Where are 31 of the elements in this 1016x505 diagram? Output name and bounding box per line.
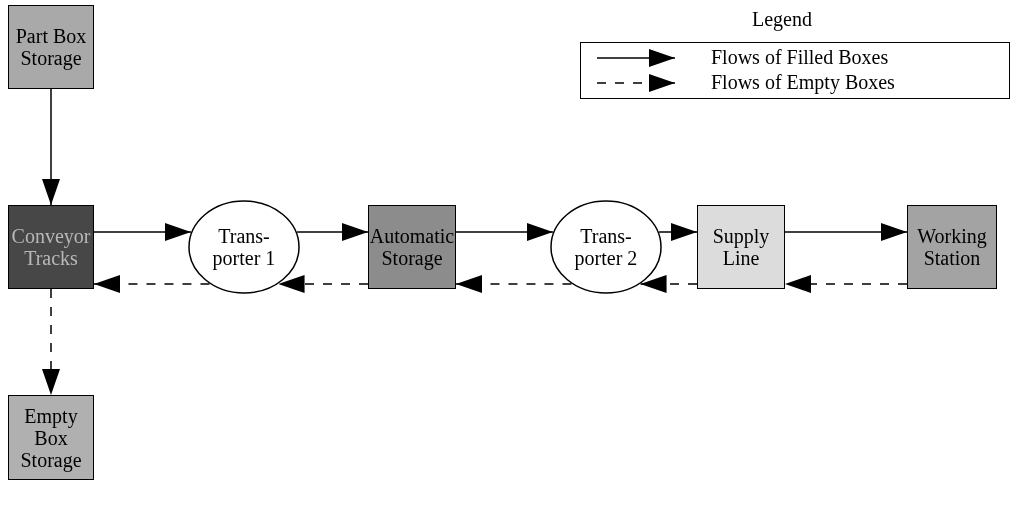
station-box: [697, 205, 785, 289]
transporter-circle: [550, 200, 662, 294]
node-label: Part Box Storage: [14, 25, 88, 69]
node-label: Conveyor Tracks: [11, 225, 91, 269]
station-box: [907, 205, 997, 289]
arrow: [455, 223, 554, 241]
arrow: [42, 88, 60, 206]
node-label: Empty Box Storage: [19, 404, 83, 471]
node-label: Automatic Storage: [369, 225, 455, 269]
arrow: [277, 275, 369, 293]
station-box: [8, 5, 94, 89]
arrow: [639, 275, 698, 293]
arrow: [296, 223, 369, 241]
arrow: [784, 223, 908, 241]
station-box: [8, 395, 94, 480]
legend-label: Flows of Filled Boxes: [711, 46, 889, 69]
node-label: Trans- porter 2: [573, 225, 639, 269]
transporter-circle: [188, 200, 300, 294]
arrow: [93, 223, 192, 241]
arrow: [42, 288, 60, 396]
station-box: [368, 205, 456, 289]
arrow: [658, 223, 698, 241]
station-box: [8, 205, 94, 289]
arrow: [455, 275, 573, 293]
node-label: Trans- porter 1: [211, 225, 277, 269]
arrow: [93, 275, 211, 293]
node-label: Supply Line: [711, 225, 771, 269]
node-label: Working Station: [916, 225, 988, 269]
legend-title: Legend: [751, 8, 813, 31]
legend-label: Flows of Empty Boxes: [711, 71, 895, 94]
arrow: [784, 275, 908, 293]
